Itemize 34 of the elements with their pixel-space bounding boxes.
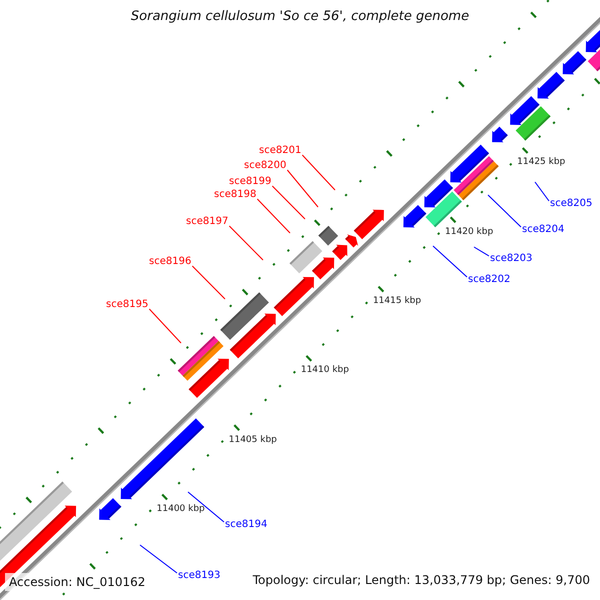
leader-line [286, 170, 318, 208]
tick-label: 11415 kbp [372, 296, 422, 306]
leader-line [534, 182, 550, 202]
leader-line [488, 194, 522, 228]
gene-label: sce8200 [244, 160, 286, 172]
leader-line [432, 246, 468, 278]
leader-line [256, 198, 290, 234]
gene-label: sce8204 [522, 224, 564, 236]
gene-label: sce8197 [186, 216, 228, 228]
tick-label: 11420 kbp [445, 226, 494, 237]
tick-label: 11425 kbp [517, 157, 566, 168]
genome-info-text: Topology: circular; Length: 13,033,779 bp; Genes: 9,700 [252, 573, 590, 587]
gene-label: sce8205 [550, 198, 592, 210]
leader-line [272, 186, 306, 220]
leader-line [192, 266, 226, 300]
title: Sorangium cellulosum 'So ce 56', complete genome [130, 9, 470, 24]
leader-line [188, 492, 224, 522]
tick-label: 11400 kbp [156, 504, 205, 514]
gene-label: sce8198 [214, 189, 256, 201]
gene-label: sce8195 [106, 299, 148, 311]
tick-label: 11410 kbp [300, 365, 349, 376]
gene-label: sce8202 [468, 274, 510, 286]
tick-label: 11405 kbp [228, 434, 277, 445]
leader-line [140, 544, 178, 574]
leader-line [302, 154, 336, 190]
gene-label: sce8196 [149, 256, 192, 268]
gene-label: sce8199 [229, 176, 272, 188]
gene-label: sce8193 [178, 570, 220, 582]
gene-label: sce8201 [259, 145, 302, 157]
gene-label: sce8203 [490, 253, 532, 265]
leader-line [148, 308, 182, 344]
leader-line [474, 246, 490, 256]
leader-line [228, 226, 264, 260]
gene-label: sce8194 [225, 519, 268, 531]
